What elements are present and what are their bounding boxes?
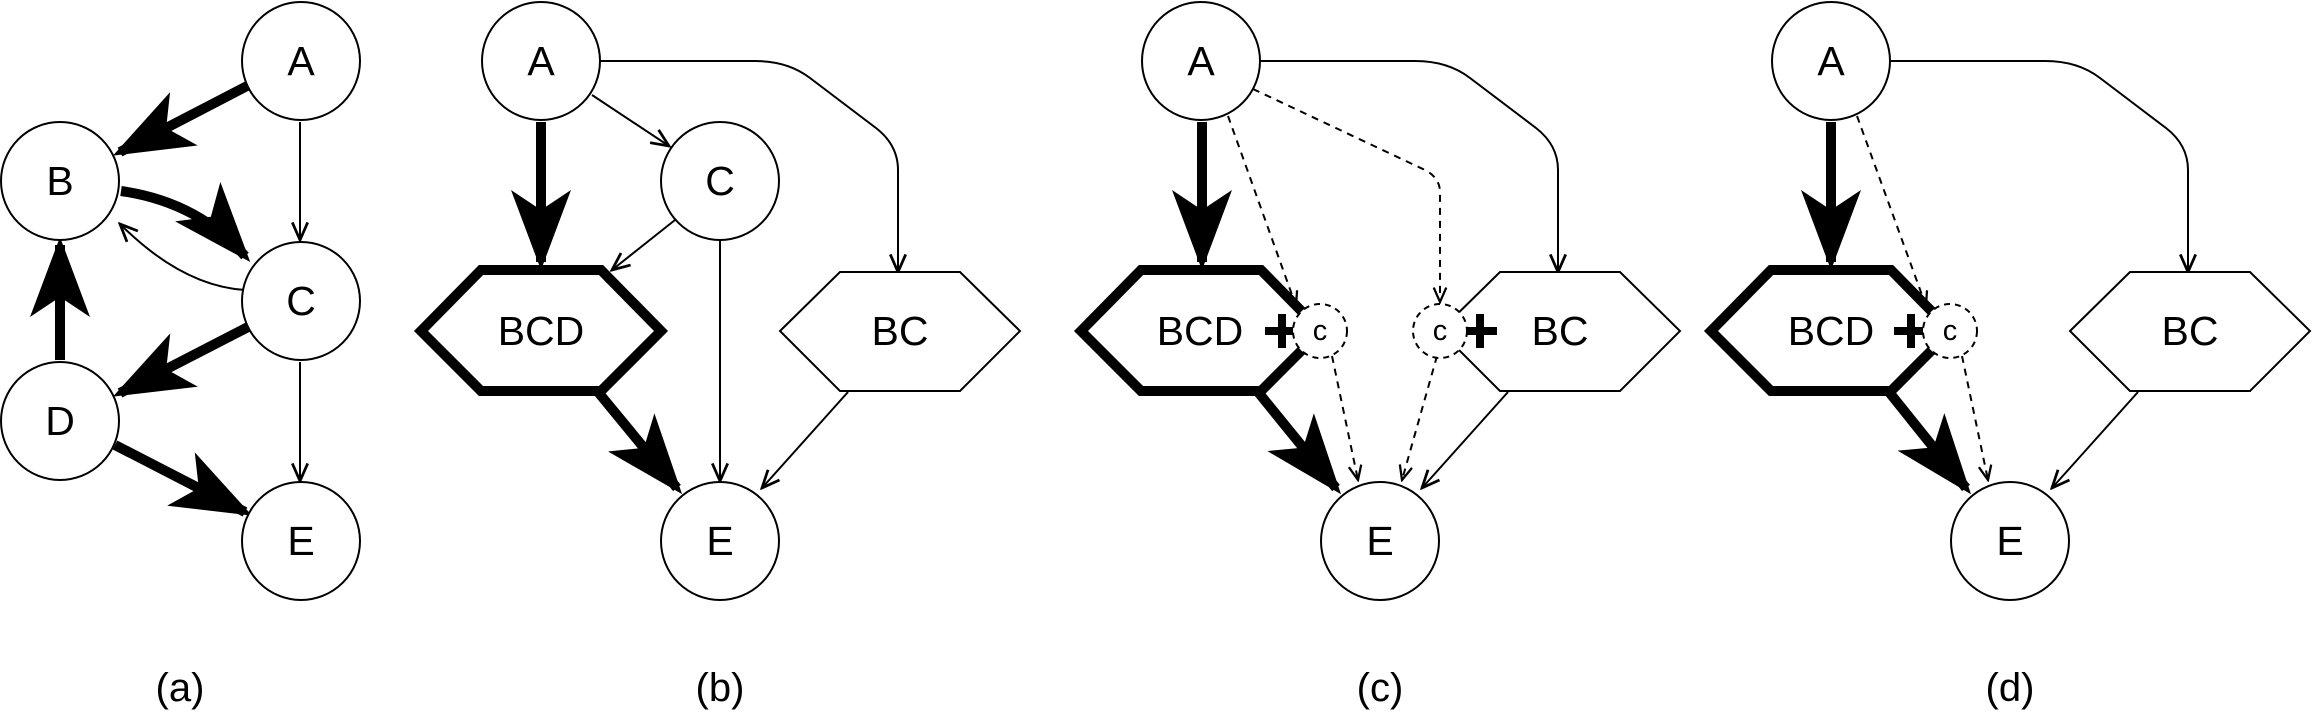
node-c-right-placeholder: c [1412, 303, 1468, 359]
node-a: A [241, 1, 361, 121]
dashed-edge-c-to-e [1961, 355, 1988, 480]
node-c-label: C [705, 158, 735, 204]
dashed-edge-c-left-to-e [1331, 355, 1358, 480]
node-e: E [660, 481, 780, 601]
edge-bc-to-e [1422, 391, 1509, 488]
node-d: D [0, 361, 120, 481]
node-c: C [241, 241, 361, 361]
edge-a-to-bc [601, 60, 898, 272]
panel-d: A BCD BC c E (d) [1703, 1, 2312, 710]
node-c-label: c [1943, 315, 1958, 347]
node-bc-label: BC [1532, 308, 1589, 354]
node-c-right-label: c [1433, 315, 1448, 347]
panel-b: A C BCD BC E (b) [413, 1, 1022, 710]
panel-c: A BCD BC c c E (c) [1073, 1, 1682, 710]
dashed-edge-c-right-to-e [1402, 355, 1438, 480]
edge-a-to-bc [1891, 60, 2188, 272]
node-bc: BC [778, 271, 1022, 392]
edge-bcd-to-e [1254, 388, 1342, 495]
panel-a-caption: (a) [156, 666, 205, 710]
node-bc: BC [2068, 271, 2312, 392]
edge-c-to-bcd [612, 219, 676, 270]
node-a: A [1771, 1, 1891, 121]
edge-d-to-e [112, 440, 253, 517]
panel-b-caption: (b) [696, 666, 745, 710]
node-b: B [0, 121, 120, 241]
node-e: E [241, 481, 361, 601]
node-bcd: BCD [1073, 265, 1329, 396]
panel-d-caption: (d) [1986, 666, 2035, 710]
node-bcd-label: BCD [1157, 308, 1244, 354]
node-bcd-label: BCD [1788, 308, 1875, 354]
edge-bcd-to-e [594, 388, 683, 495]
dashed-edge-a-to-c-right [1252, 88, 1440, 302]
node-bcd: BCD [413, 265, 669, 396]
node-a-label: A [527, 38, 555, 84]
edge-a-to-c [591, 94, 669, 146]
panel-a: A B C D E (a) [0, 1, 361, 710]
node-e: E [1950, 481, 2070, 601]
plus-symbol-right [1463, 314, 1497, 348]
node-bc: BC [1438, 271, 1682, 392]
node-d-label: D [45, 398, 75, 444]
node-a-label: A [1817, 38, 1845, 84]
node-e-label: E [706, 518, 733, 564]
node-e-label: E [1996, 518, 2023, 564]
panel-c-caption: (c) [1357, 666, 1404, 710]
node-e-label: E [1366, 518, 1393, 564]
edge-bc-to-e [762, 391, 849, 488]
node-c: C [660, 121, 780, 241]
edge-c-to-d [112, 321, 253, 398]
plus-symbol-left [1265, 314, 1299, 348]
node-e-label: E [287, 518, 314, 564]
plus-symbol [1894, 314, 1928, 348]
node-bcd-label: BCD [498, 308, 585, 354]
edge-bcd-to-e [1885, 388, 1972, 495]
node-e: E [1320, 481, 1440, 601]
edge-b-to-c [120, 182, 251, 263]
node-bc-label: BC [872, 308, 929, 354]
edge-c-to-b [120, 224, 246, 291]
edge-a-to-bc [1261, 60, 1558, 272]
edge-a-to-b [112, 80, 252, 157]
node-c-label: C [286, 278, 316, 324]
edge-bc-to-e [2052, 391, 2139, 488]
node-a: A [481, 1, 601, 121]
node-b-label: B [46, 158, 73, 204]
node-a-label: A [287, 38, 315, 84]
node-a-label: A [1187, 38, 1215, 84]
node-a: A [1141, 1, 1261, 121]
node-bc-label: BC [2162, 308, 2219, 354]
node-c-left-placeholder: c [1292, 303, 1348, 359]
node-c-left-label: c [1313, 315, 1328, 347]
node-c-placeholder: c [1922, 303, 1978, 359]
